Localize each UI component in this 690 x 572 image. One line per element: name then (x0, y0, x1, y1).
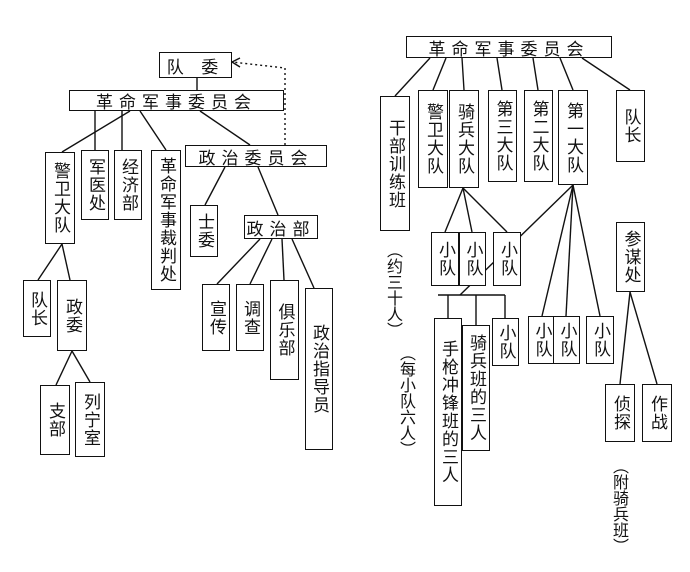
first-team-squad-2-box: 小队 (553, 316, 580, 364)
cavalry-squad-label: 骑兵班的三人 (466, 334, 486, 442)
revolutionary-committee-label: 革命军事委员会 (96, 93, 257, 113)
revolutionary-committee-box: 革命军事委员会 (69, 90, 284, 113)
pistol-squad-box: 手枪冲锋班的三人 (434, 318, 462, 506)
economic-dept-label: 经济部 (118, 158, 138, 212)
political-committee-box: 政治委员会 (185, 145, 327, 169)
first-team-label: 第一大队 (563, 101, 583, 174)
cavalry-squad-1-box: 小队 (431, 232, 459, 286)
scout-label: 侦探 (610, 395, 630, 431)
cavalry-squad-2-box: 小队 (459, 232, 486, 286)
political-committee-label: 政治委员会 (198, 148, 314, 169)
economic-dept-box: 经济部 (114, 150, 142, 220)
cavalry-team-box: 骑兵大队 (449, 90, 479, 188)
right-revolutionary-committee-box: 革命军事委员会 (406, 36, 612, 60)
squad-note: （每小队六人） (397, 345, 416, 457)
second-team-box: 第二大队 (524, 90, 553, 182)
investigation-label: 调查 (240, 299, 260, 336)
right-guard-team-label: 警卫大队 (423, 103, 443, 175)
pistol-squad-label: 手枪冲锋班的三人 (438, 340, 458, 484)
medical-office-box: 军医处 (81, 150, 109, 220)
branch-box: 支部 (40, 385, 70, 455)
cavalry-squad-3-box: 小队 (493, 232, 521, 286)
cadre-note: （约三十人） (384, 242, 403, 338)
third-team-label: 第三大队 (492, 100, 513, 172)
squad-label: 小队 (531, 322, 552, 358)
right-revolutionary-committee-label: 革命军事委员会 (428, 39, 590, 60)
captain-box: 队长 (23, 280, 51, 337)
tribunal-label: 革命军事裁判处 (156, 157, 176, 283)
propaganda-label: 宣传 (206, 299, 226, 336)
squad-label: 小队 (462, 241, 483, 277)
commissar-box: 政委 (57, 280, 87, 351)
guard-team-label: 警卫大队 (50, 162, 70, 234)
first-team-squad-0-box: 小队 (492, 318, 519, 366)
medical-office-label: 军医处 (85, 158, 105, 212)
first-team-squad-1-box: 小队 (528, 316, 555, 364)
squad-label: 小队 (590, 322, 610, 358)
right-captain-label: 队长 (620, 108, 641, 144)
captain-label: 队长 (27, 290, 47, 327)
scout-box: 侦探 (605, 384, 635, 442)
political-dept-label: 政治部 (246, 219, 316, 240)
cavalry-squad-box: 骑兵班的三人 (462, 325, 490, 451)
club-label: 俱乐部 (274, 303, 295, 357)
political-instructor-label: 政治指导员 (309, 324, 329, 414)
political-dept-box: 政治部 (244, 215, 318, 240)
investigation-box: 调查 (236, 284, 264, 351)
squad-label: 小队 (497, 241, 517, 277)
lenin-room-box: 列宁室 (75, 382, 105, 457)
cavalry-note: （附骑兵班） (610, 458, 629, 554)
right-captain-box: 队长 (616, 90, 645, 162)
combat-label: 作战 (647, 395, 667, 431)
soldier-committee-label: 士委 (194, 213, 214, 249)
squad-label: 小队 (435, 241, 455, 277)
third-team-box: 第三大队 (488, 90, 517, 182)
first-team-squad-3-box: 小队 (586, 316, 614, 364)
second-team-label: 第二大队 (528, 100, 549, 172)
club-box: 俱乐部 (270, 280, 299, 380)
squad-label: 小队 (556, 322, 577, 358)
commissar-label: 政委 (62, 297, 82, 334)
right-guard-team-box: 警卫大队 (418, 90, 448, 188)
lenin-room-label: 列宁室 (80, 392, 100, 447)
guard-team-box: 警卫大队 (45, 152, 75, 244)
team-committee-box: 队 委 (159, 52, 232, 78)
team-committee-label: 队 委 (166, 57, 225, 78)
cadre-class-label: 干部训练班 (385, 118, 405, 209)
political-instructor-box: 政治指导员 (305, 288, 333, 450)
cadre-class-box: 干部训练班 (380, 96, 410, 231)
propaganda-box: 宣传 (202, 284, 230, 351)
soldier-committee-box: 士委 (190, 205, 218, 257)
staff-office-box: 参谋处 (616, 222, 645, 292)
first-team-box: 第一大队 (558, 90, 588, 185)
tribunal-box: 革命军事裁判处 (151, 150, 181, 290)
staff-office-label: 参谋处 (620, 230, 641, 284)
squad-label: 小队 (495, 324, 516, 360)
branch-label: 支部 (45, 402, 65, 438)
cavalry-team-label: 骑兵大队 (454, 103, 474, 175)
combat-box: 作战 (642, 384, 672, 442)
